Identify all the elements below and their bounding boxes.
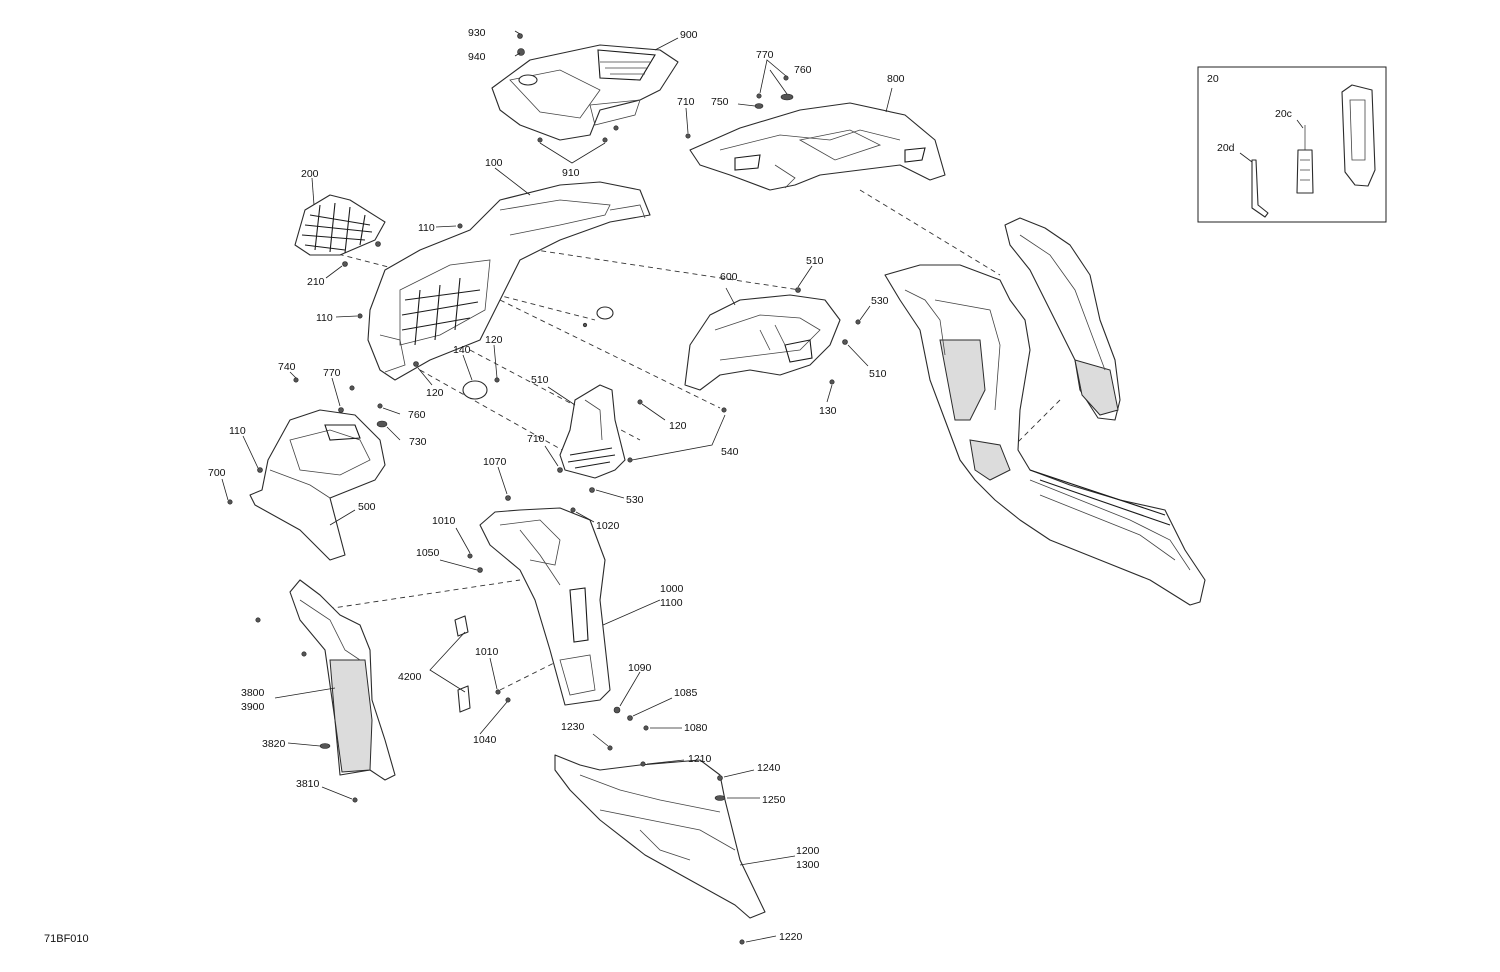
callout-labels: 930 940 900 910 770 760 710 750 800 200 … — [208, 27, 1292, 943]
callout-label: 120 — [426, 387, 444, 399]
inset-box-tools — [1197, 66, 1387, 223]
callout-label: 20c — [1275, 108, 1292, 120]
callout-label: 510 — [531, 374, 549, 386]
callout-label: 1200 — [796, 845, 820, 857]
callout-label: 910 — [562, 167, 580, 179]
callout-label: 1085 — [674, 687, 698, 699]
part-600-support-bracket — [684, 294, 841, 391]
callout-label: 3820 — [262, 738, 286, 750]
callout-label: 3900 — [241, 701, 265, 713]
callout-label: 510 — [869, 368, 887, 380]
part-100-front-fascia — [367, 181, 651, 381]
callout-label: 530 — [626, 494, 644, 506]
callout-label: 740 — [278, 361, 296, 373]
diagram-code: 71BF010 — [44, 933, 89, 945]
callout-label: 120 — [485, 334, 503, 346]
callout-label: 700 — [208, 467, 226, 479]
callout-label: 1090 — [628, 662, 652, 674]
part-4200-clips — [454, 615, 471, 713]
callout-label: 500 — [358, 501, 376, 513]
callout-label: 800 — [887, 73, 905, 85]
callout-label: 1230 — [561, 721, 585, 733]
part-1000-center-pillar — [479, 507, 611, 706]
part-800-rear-cover — [689, 102, 946, 191]
callout-label: 3810 — [296, 778, 320, 790]
callout-label: 3800 — [241, 687, 265, 699]
callout-label: 540 — [721, 446, 739, 458]
part-500-bracket — [559, 384, 626, 479]
callout-label: 110 — [418, 222, 435, 234]
part-right-rear-pillar — [1004, 217, 1121, 421]
callout-label: 1010 — [432, 515, 456, 527]
callout-label: 930 — [468, 27, 486, 39]
callout-label: 1210 — [688, 753, 712, 765]
callout-label: 750 — [711, 96, 729, 108]
callout-label: 4200 — [398, 671, 422, 683]
callout-label: 110 — [229, 425, 246, 437]
callout-label: 20d — [1217, 142, 1235, 154]
callout-label: 200 — [301, 168, 319, 180]
callout-label: 770 — [756, 49, 774, 61]
callout-label: 1040 — [473, 734, 497, 746]
callout-label: 1010 — [475, 646, 499, 658]
callout-label: 120 — [669, 420, 687, 432]
callout-label: 760 — [794, 64, 812, 76]
callout-label: 1300 — [796, 859, 820, 871]
part-700-side-panel — [249, 409, 386, 561]
callout-label: 760 — [408, 409, 426, 421]
callout-label: 710 — [677, 96, 695, 108]
inset-label: 20 — [1207, 73, 1219, 85]
callout-label: 1020 — [596, 520, 620, 532]
callout-label: 1240 — [757, 762, 781, 774]
leader-lines — [221, 30, 1304, 943]
callout-label: 1050 — [416, 547, 440, 559]
callout-label: 1100 — [660, 597, 683, 609]
fasteners — [227, 33, 861, 945]
part-130-cap — [462, 306, 614, 400]
part-1200-rocker-panel — [554, 754, 766, 919]
callout-label: 510 — [806, 255, 824, 267]
callout-label: 210 — [307, 276, 325, 288]
part-200-grille — [294, 194, 386, 256]
callout-label: 530 — [871, 295, 889, 307]
part-3800-lower-pillar — [289, 579, 396, 781]
callout-label: 130 — [819, 405, 837, 417]
callout-label: 1250 — [762, 794, 786, 806]
part-900-top-cover — [491, 44, 679, 141]
callout-label: 100 — [485, 157, 503, 169]
callout-label: 1080 — [684, 722, 708, 734]
callout-label: 1000 — [660, 583, 684, 595]
callout-label: 1070 — [483, 456, 507, 468]
callout-label: 710 — [527, 433, 545, 445]
callout-label: 600 — [720, 271, 738, 283]
callout-label: 1220 — [779, 931, 803, 943]
callout-label: 110 — [316, 312, 333, 324]
callout-label: 140 — [453, 344, 471, 356]
hex-key-icon — [1251, 159, 1269, 218]
callout-label: 900 — [680, 29, 698, 41]
part-right-side-structure — [884, 264, 1206, 606]
callout-label: 940 — [468, 51, 486, 63]
callout-label: 770 — [323, 367, 341, 379]
callout-label: 730 — [409, 436, 427, 448]
